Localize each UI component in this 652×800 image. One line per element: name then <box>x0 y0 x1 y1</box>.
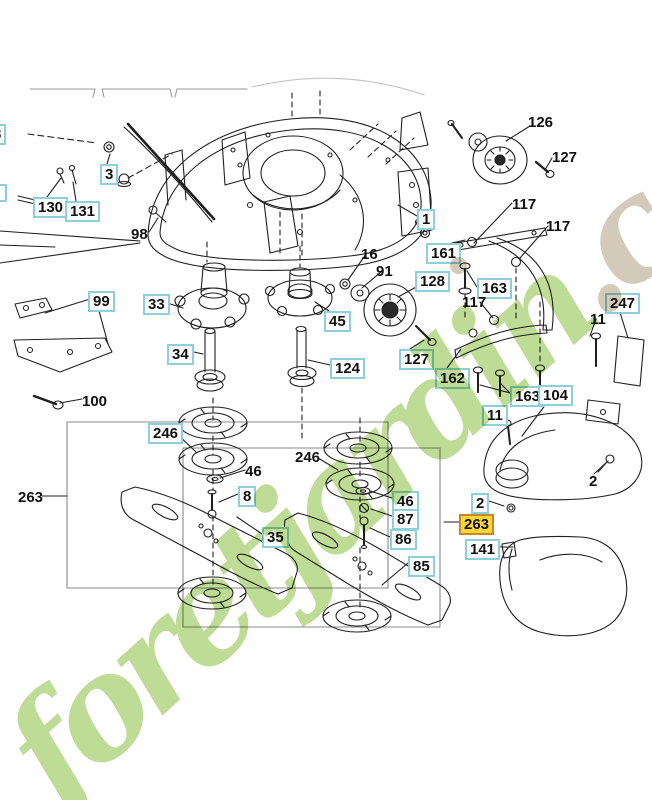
part-label-161-10[interactable]: 161 <box>426 243 462 264</box>
part-label-1-5[interactable]: 1 <box>417 209 436 230</box>
part-label-126-6: 126 <box>528 114 554 131</box>
blade-fasteners <box>206 474 371 550</box>
spindle-assembly-left <box>174 262 250 392</box>
part-label-117-8: 117 <box>512 196 537 213</box>
part-label-127-23[interactable]: 127 <box>399 349 435 370</box>
clutch-pulley-top <box>447 119 555 185</box>
part-label-11-28[interactable]: 11 <box>482 405 508 426</box>
part-label-33-19[interactable]: 33 <box>143 294 170 315</box>
part-label-34-21[interactable]: 34 <box>167 344 194 365</box>
group-boxes <box>66 421 441 628</box>
part-label-45-20[interactable]: 45 <box>324 311 351 332</box>
part-label-8-0[interactable]: 8 <box>0 124 7 145</box>
part-label-46-34[interactable]: 46 <box>392 491 419 512</box>
deflector-141 <box>499 535 628 637</box>
support-bars <box>13 297 113 410</box>
part-label-85-42[interactable]: 85 <box>408 556 435 577</box>
part-label-130-2[interactable]: 130 <box>33 197 69 218</box>
part-label-2-32: 2 <box>589 473 598 490</box>
part-label-128-13[interactable]: 128 <box>415 271 451 292</box>
part-label-8-33[interactable]: 8 <box>238 486 257 507</box>
part-label-99-18[interactable]: 99 <box>88 291 115 312</box>
part-label-100-27: 100 <box>82 393 108 410</box>
part-label-2-36[interactable]: 2 <box>471 493 490 514</box>
alignment-dashes <box>206 241 361 611</box>
part-label-162-24[interactable]: 162 <box>435 368 471 389</box>
part-label-35-38[interactable]: 35 <box>262 527 289 548</box>
part-label-141-41[interactable]: 141 <box>465 539 501 560</box>
part-label-131-3[interactable]: 131 <box>65 201 101 222</box>
part-label-263-39[interactable]: 263 <box>459 514 495 535</box>
part-label-16-11: 16 <box>361 246 378 263</box>
part-label-3-1[interactable]: 3 <box>100 164 119 185</box>
part-label-124-22[interactable]: 124 <box>330 358 366 379</box>
blade-85 <box>283 512 451 626</box>
part-label-246-30: 246 <box>295 449 321 466</box>
part-label-91-12: 91 <box>376 263 393 280</box>
leader-lines <box>27 125 629 586</box>
part-label-87-37[interactable]: 87 <box>392 509 419 530</box>
part-label-117-9: 117 <box>546 218 571 235</box>
part-label-11-17: 11 <box>590 311 606 328</box>
spindle-assembly-right <box>264 267 336 388</box>
part-label-117-15: 117 <box>462 294 487 311</box>
part-label-98-4: 98 <box>131 226 148 243</box>
part-label-104-26[interactable]: 104 <box>538 385 574 406</box>
top-guide-lines <box>29 77 425 98</box>
part-label-46-31: 46 <box>245 463 262 480</box>
part-label-246-29[interactable]: 246 <box>148 423 184 444</box>
part-label-263-35: 263 <box>18 489 44 506</box>
blade-35 <box>120 486 298 595</box>
part-label-163-14[interactable]: 163 <box>477 278 513 299</box>
part-label-127-7: 127 <box>552 149 578 166</box>
cut-off-label-box <box>0 184 7 202</box>
part-label-247-16[interactable]: 247 <box>605 293 641 314</box>
pulley-128-group <box>339 278 437 347</box>
part-label-86-40[interactable]: 86 <box>390 529 417 550</box>
